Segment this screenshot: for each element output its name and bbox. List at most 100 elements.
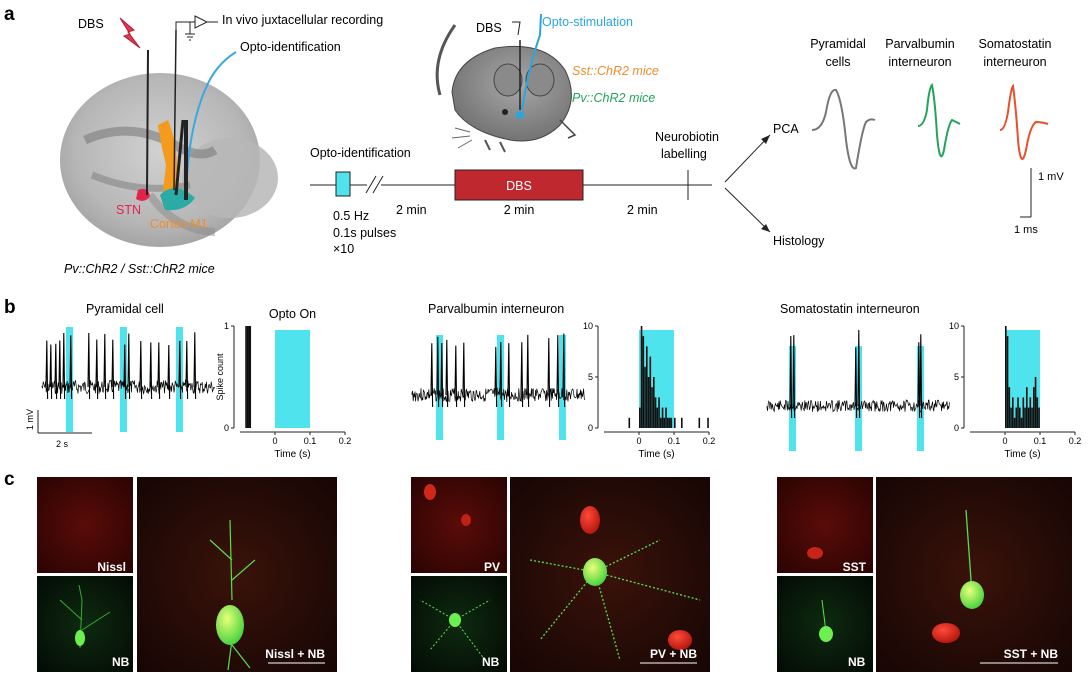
spike: [547, 338, 551, 408]
dbs-block: [454, 169, 584, 201]
spike: [69, 335, 73, 400]
histogram-bar: [667, 417, 669, 428]
histogram-bar: [639, 407, 641, 428]
histogram-bar: [1033, 387, 1035, 428]
histogram-bar: [663, 417, 666, 428]
nb-label-2: NB: [482, 655, 500, 669]
histogram-bar: [249, 326, 252, 428]
histogram-bar: [644, 366, 646, 428]
spike: [123, 344, 127, 400]
histology-label: Histology: [773, 234, 825, 248]
micrograph-group-sst: [777, 477, 1072, 672]
spike: [507, 343, 511, 408]
spike: [454, 345, 458, 408]
opto-on-title: Opto On: [269, 307, 316, 321]
gap-2-label: 2 min: [504, 203, 535, 217]
panel-c-letter: c: [4, 469, 15, 490]
x-tick-label: 0: [636, 436, 641, 446]
spike: [556, 335, 560, 408]
micrograph-group-nissl: [37, 477, 337, 672]
histogram-bar: [248, 326, 250, 428]
histogram-bar: [656, 407, 659, 428]
voltage-trace: [411, 387, 586, 403]
y-tick-label: 0: [954, 423, 959, 433]
parvalbumin-header-1: Parvalbumin: [885, 37, 955, 51]
histogram-bar: [660, 417, 662, 428]
histogram-bar: [651, 387, 653, 428]
y-tick-label: 0: [224, 423, 229, 433]
opto-window: [275, 330, 310, 428]
lightning-icon: [119, 17, 141, 49]
spike: [193, 332, 197, 400]
amplifier-icon: [194, 15, 209, 29]
y-tick-label: 1: [224, 321, 229, 331]
spike: [178, 340, 182, 400]
pv-label: PV: [484, 560, 500, 574]
histogram-bar: [1010, 407, 1012, 428]
x-tick-label: 0.1: [304, 436, 317, 446]
spike: [520, 342, 524, 408]
x-tick-label: 0.1: [1034, 436, 1047, 446]
spike: [87, 333, 91, 400]
spike: [526, 334, 530, 408]
spike: [95, 339, 99, 400]
nb-label-3: NB: [848, 655, 866, 669]
nissl-label: Nissl: [97, 560, 126, 574]
somatostatin-trace-title: Somatostatin interneuron: [780, 302, 920, 316]
pulse-count: ×10: [333, 242, 354, 256]
gap-3-label: 2 min: [627, 203, 658, 217]
spike: [139, 341, 143, 400]
panel-a-letter: a: [4, 4, 15, 25]
optic-fiber: [185, 51, 237, 196]
x-tick-label: 0: [272, 436, 277, 446]
histogram-bar: [681, 417, 683, 428]
histogram-bar: [1013, 417, 1016, 428]
histogram-bar: [640, 326, 643, 428]
spike: [792, 335, 796, 419]
somatostatin-waveform: [999, 83, 1049, 160]
spike: [919, 334, 923, 419]
stim-bar: [559, 335, 566, 440]
sst-nb-label: SST + NB: [1004, 647, 1059, 661]
ground-icon: [185, 22, 195, 41]
histogram-bar: [658, 397, 660, 428]
histogram-bar: [707, 417, 709, 428]
spike: [917, 342, 921, 419]
spike: [54, 343, 58, 400]
pyramidal-header-2: cells: [825, 55, 850, 69]
histogram-bar: [1026, 387, 1028, 428]
x-tick-label: 0.2: [339, 436, 352, 446]
neurobiotin-label: Neurobiotin: [655, 130, 719, 144]
cortex-label: Cortex M1: [150, 217, 208, 231]
pv-nb-label: PV + NB: [650, 647, 697, 661]
dbs-electrode: [146, 49, 149, 196]
histogram-bar: [1034, 377, 1037, 428]
spike: [185, 340, 189, 400]
labelling-label: labelling: [661, 147, 707, 161]
histogram-bar: [246, 326, 249, 428]
histogram-bar: [1019, 407, 1021, 428]
opto-identification-label: Opto-identification: [240, 40, 341, 54]
histogram-bar: [661, 407, 664, 428]
spike: [436, 336, 440, 408]
x-tick-label: 0.2: [703, 436, 716, 446]
spike: [111, 339, 115, 400]
pyramidal-trace-title: Pyramidal cell: [86, 302, 164, 316]
stim-bar: [120, 327, 127, 432]
sst-mice-label: Sst::ChR2 mice: [572, 64, 659, 78]
histogram-bar: [1031, 407, 1033, 428]
histogram-bar: [1027, 407, 1030, 428]
panel-b-letter: b: [4, 297, 16, 318]
pulse-rate: 0.5 Hz: [333, 209, 369, 223]
spike: [445, 339, 449, 408]
brain-illustration: [60, 73, 278, 247]
x-axis-label: Time (s): [638, 449, 674, 460]
scale-mv-label: 1 mV: [1038, 171, 1064, 183]
histogram-bar: [1038, 407, 1040, 428]
opto-stimulation-label: Opto-stimulation: [542, 15, 633, 29]
sst-label: SST: [843, 560, 867, 574]
